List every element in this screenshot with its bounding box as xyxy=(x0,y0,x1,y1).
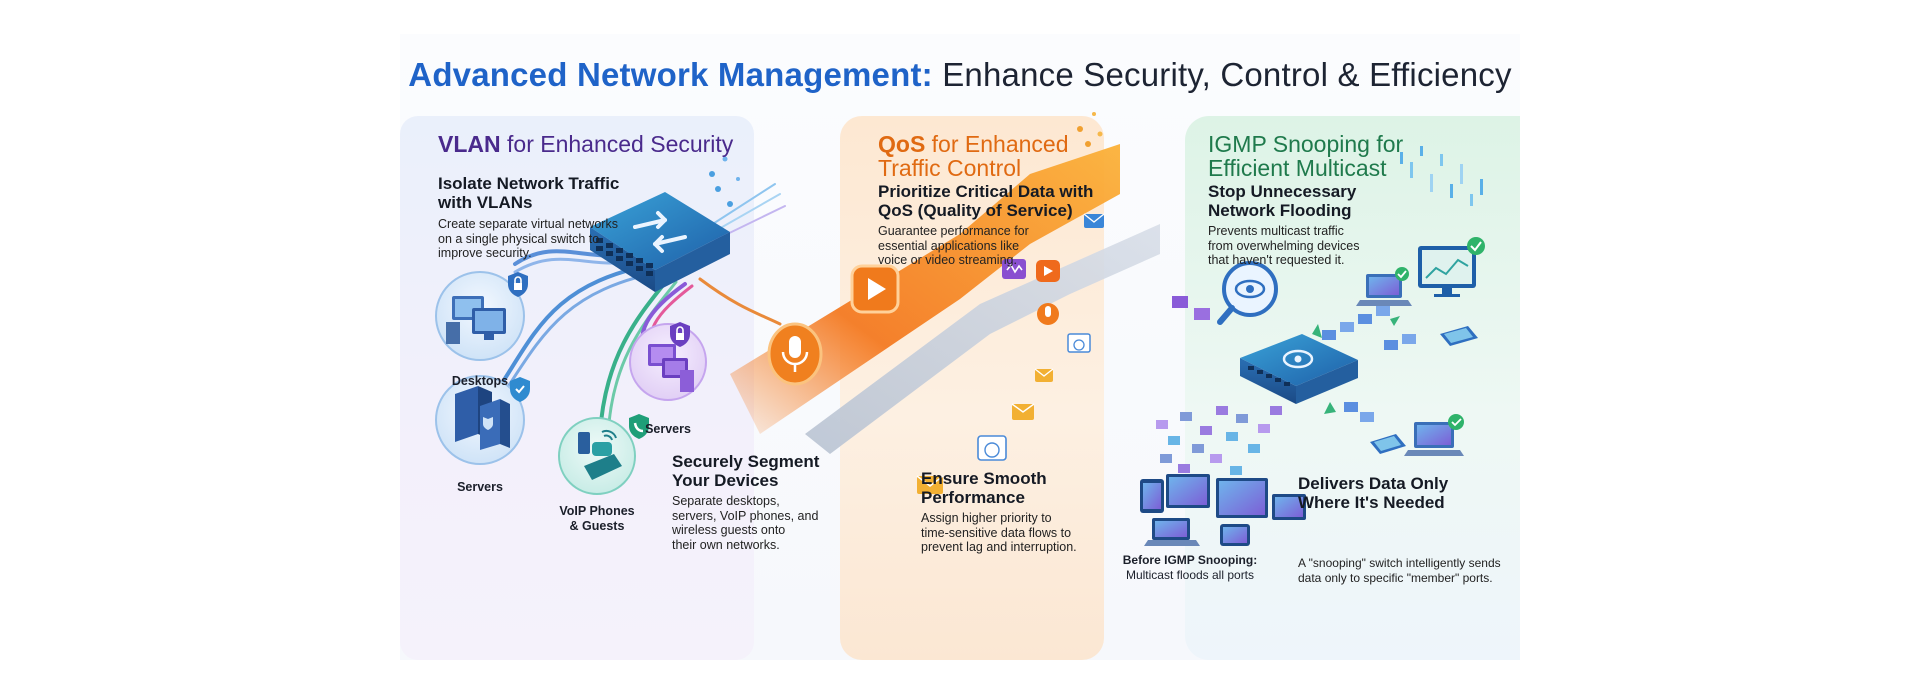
servers-icon xyxy=(435,375,525,465)
illustration-layer xyxy=(435,112,1485,546)
shield-lock-purple-icon xyxy=(670,322,690,347)
email-bottom-icon xyxy=(916,475,944,494)
laptop-icon xyxy=(1356,274,1412,306)
shield-phone-icon xyxy=(629,414,649,439)
vlan-heading-rest: for Enhanced Security xyxy=(507,131,734,157)
eye-icon xyxy=(1217,261,1278,325)
microphone-small-icon xyxy=(1037,303,1059,325)
check-icon xyxy=(1395,267,1409,281)
tablet-icon xyxy=(1440,326,1478,346)
vlan-sub2-title: Securely Segment Your Devices xyxy=(672,452,820,490)
tablet-bottom-icon xyxy=(1370,434,1406,454)
video-play-small-icon xyxy=(1036,260,1060,282)
igmp-sub1-title: Stop Unnecessary Network Flooding xyxy=(1208,182,1357,220)
qos-sub2-text: Assign higher priority to time-sensitive… xyxy=(921,511,1077,554)
laptop-bottom-icon xyxy=(1404,422,1464,456)
igmp-dots xyxy=(1400,146,1483,206)
qos-sub2-title: Ensure Smooth Performance xyxy=(921,469,1047,507)
vlan-switch-icon xyxy=(590,192,730,292)
igmp-panel xyxy=(1185,116,1520,660)
multicast-flood xyxy=(1156,406,1282,475)
shield-icon xyxy=(510,377,530,402)
check-laptop-icon xyxy=(1448,414,1464,430)
priority-dots xyxy=(1077,112,1103,147)
vlan-heading: VLAN for Enhanced Security xyxy=(438,132,733,156)
desktops-icon xyxy=(435,271,525,361)
vlan-sub1-title: Isolate Network Traffic with VLANs xyxy=(438,174,620,212)
qos-heading: QoS for Enhanced Traffic Control xyxy=(878,132,1069,180)
voip-phone-icon xyxy=(558,417,636,495)
web-icon xyxy=(1067,333,1091,353)
qos-priority-band xyxy=(730,144,1160,454)
servers-right-label: Servers xyxy=(645,422,691,436)
vlan-heading-strong: VLAN xyxy=(438,131,501,157)
vlan-sub2-text: Separate desktops, servers, VoIP phones,… xyxy=(672,494,819,552)
title-accent: Advanced Network Management: xyxy=(408,56,933,93)
infographic-canvas: Advanced Network Management: Enhance Sec… xyxy=(400,34,1520,660)
igmp-packets-left xyxy=(1172,296,1210,320)
igmp-sub2-text: A "snooping" switch intelligently sends … xyxy=(1298,556,1501,585)
qos-sub1-title: Prioritize Critical Data with QoS (Quali… xyxy=(878,182,1094,220)
email-yellow-icon xyxy=(1011,403,1035,420)
voice-chat-icon xyxy=(1002,259,1026,279)
igmp-sub2-title: Delivers Data Only Where It's Needed xyxy=(1298,474,1449,512)
qos-sub1-text: Guarantee performance for essential appl… xyxy=(878,224,1029,267)
vlan-sub1-text: Create separate virtual networks on a si… xyxy=(438,217,618,260)
monitor-icon xyxy=(1418,246,1476,297)
web-blue-icon xyxy=(977,435,1007,461)
servers-right-icon xyxy=(629,323,707,401)
email-icon xyxy=(1083,213,1105,228)
before-snooping-title: Before IGMP Snooping: xyxy=(1122,553,1258,567)
igmp-sub1-text: Prevents multicast traffic from overwhel… xyxy=(1208,224,1360,267)
check-monitor-icon xyxy=(1467,237,1485,255)
before-snooping-text: Multicast floods all ports xyxy=(1125,568,1255,582)
page-title: Advanced Network Management: Enhance Sec… xyxy=(400,56,1520,94)
voip-label: VoIP Phones & Guests xyxy=(559,504,635,533)
igmp-switch-icon xyxy=(1240,334,1358,404)
microphone-icon xyxy=(767,322,823,386)
igmp-packets-right xyxy=(1312,306,1416,422)
email-small-icon xyxy=(1034,368,1054,382)
qos-heading-rest: for Enhanced Traffic Control xyxy=(878,131,1069,181)
servers-left-label: Servers xyxy=(457,480,503,494)
desktops-label: Desktops xyxy=(451,374,509,388)
shield-lock-icon xyxy=(508,272,528,297)
title-rest: Enhance Security, Control & Efficiency xyxy=(942,56,1512,93)
video-play-icon xyxy=(850,264,900,314)
flooded-devices-icon xyxy=(1140,474,1306,546)
igmp-heading: IGMP Snooping for Efficient Multicast xyxy=(1208,131,1404,181)
qos-heading-strong: QoS xyxy=(878,131,926,157)
